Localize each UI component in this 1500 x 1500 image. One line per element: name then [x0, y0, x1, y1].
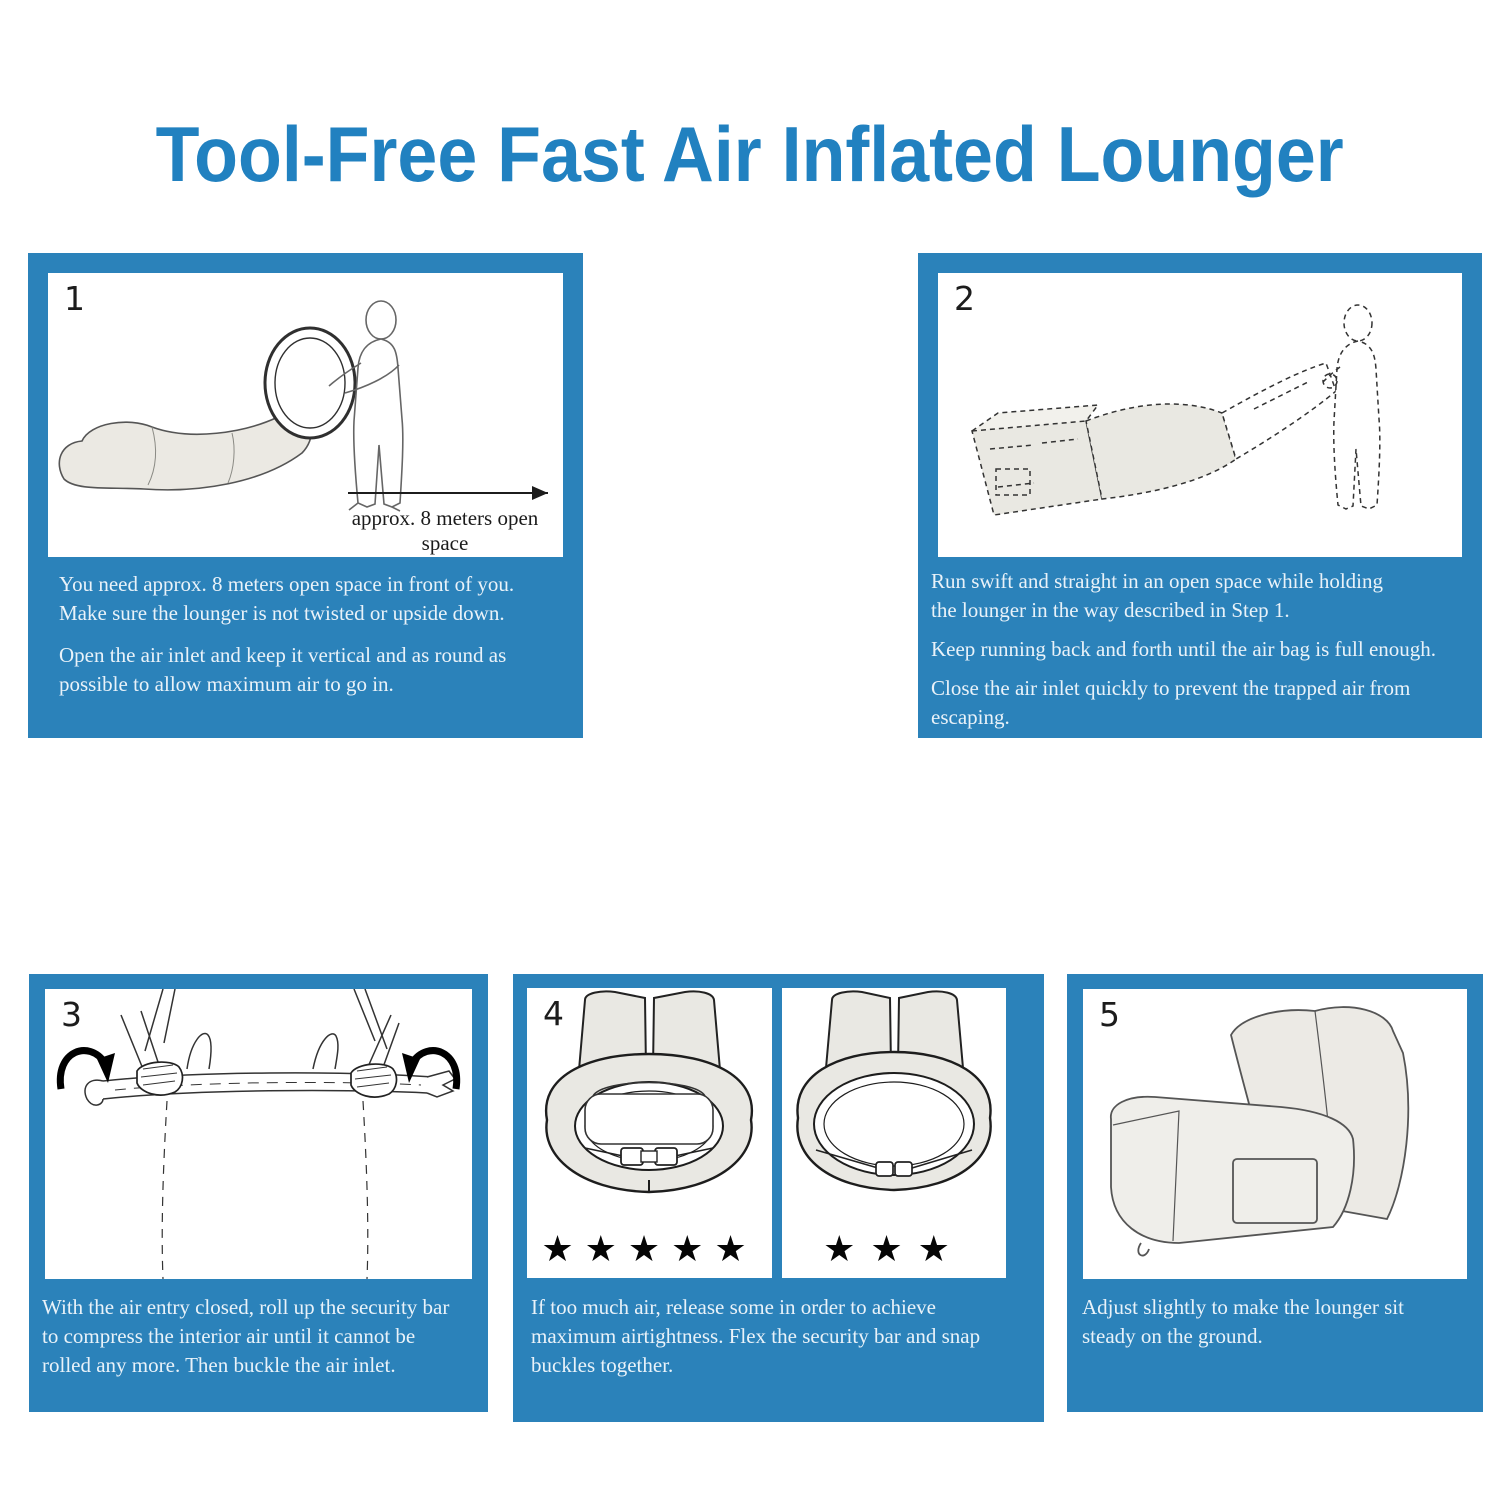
step-4-text-1: If too much air, release some in order t… — [531, 1295, 981, 1377]
step-4-correct-roll-box: 4 ★★★★★ — [527, 988, 772, 1278]
step-4-caption: If too much air, release some in order t… — [531, 1293, 1029, 1393]
step-4-loose-roll-box: ★★★ — [782, 988, 1006, 1278]
step-3-panel: 3 — [29, 974, 488, 1412]
step-4-number: 4 — [543, 994, 564, 1033]
loose-roll-buckled-illustration — [796, 990, 992, 1192]
arrow-right-icon — [532, 486, 548, 500]
step-3-text-1: With the air entry closed, roll up the s… — [42, 1295, 450, 1377]
step-2-text-2: Keep running back and forth until the ai… — [931, 637, 1437, 661]
step-5-number: 5 — [1099, 995, 1120, 1034]
step-1-illustration-box: 1 approx. 8 meters open space — [48, 273, 563, 557]
step-2-illustration-box: 2 — [938, 273, 1462, 557]
open-space-annotation: approx. 8 meters open space — [351, 506, 539, 555]
step-1-text-2: Open the air inlet and keep it vertical … — [59, 643, 507, 696]
buckle-icon — [620, 1147, 644, 1166]
step-1-caption: You need approx. 8 meters open space in … — [59, 570, 561, 712]
step-2-text-3: Close the air inlet quickly to prevent t… — [931, 676, 1411, 729]
step-2-number: 2 — [954, 279, 975, 318]
step-1-number: 1 — [64, 279, 85, 318]
step-4-panel: 4 ★★★★★ ★★★ If t — [513, 974, 1044, 1422]
run-to-inflate-illustration — [971, 304, 1381, 516]
tight-roll-buckled-illustration — [544, 990, 754, 1194]
step-3-illustration-box: 3 — [45, 989, 472, 1279]
step-5-panel: 5 Adjust slightly to make the lounger si… — [1067, 974, 1483, 1412]
three-star-rating: ★★★ — [823, 1229, 965, 1270]
step-3-number: 3 — [61, 995, 82, 1034]
five-star-rating: ★★★★★ — [541, 1229, 758, 1270]
step-5-illustration-box: 5 — [1083, 989, 1467, 1279]
step-1-text-1: You need approx. 8 meters open space in … — [59, 572, 515, 625]
roll-security-bar-illustration — [56, 989, 461, 1279]
step-5-text-1: Adjust slightly to make the lounger sit … — [1082, 1295, 1404, 1348]
step-2-panel: 2 Run swift and straight in an open spac… — [918, 253, 1482, 738]
finished-lounger-illustration — [1110, 1006, 1410, 1257]
step-1-panel: 1 approx. 8 meters open space You need a… — [28, 253, 583, 738]
page-title: Tool-Free Fast Air Inflated Lounger — [155, 110, 1345, 199]
buckle-icon — [875, 1161, 894, 1177]
hold-inlet-open-illustration — [58, 300, 548, 512]
rotate-arrow-icon — [56, 1047, 115, 1090]
step-5-caption: Adjust slightly to make the lounger sit … — [1082, 1293, 1466, 1364]
step-2-caption: Run swift and straight in an open space … — [931, 567, 1476, 742]
step-3-caption: With the air entry closed, roll up the s… — [42, 1293, 476, 1393]
step-2-text-1: Run swift and straight in an open space … — [931, 569, 1384, 622]
rotate-arrow-icon — [402, 1047, 461, 1090]
